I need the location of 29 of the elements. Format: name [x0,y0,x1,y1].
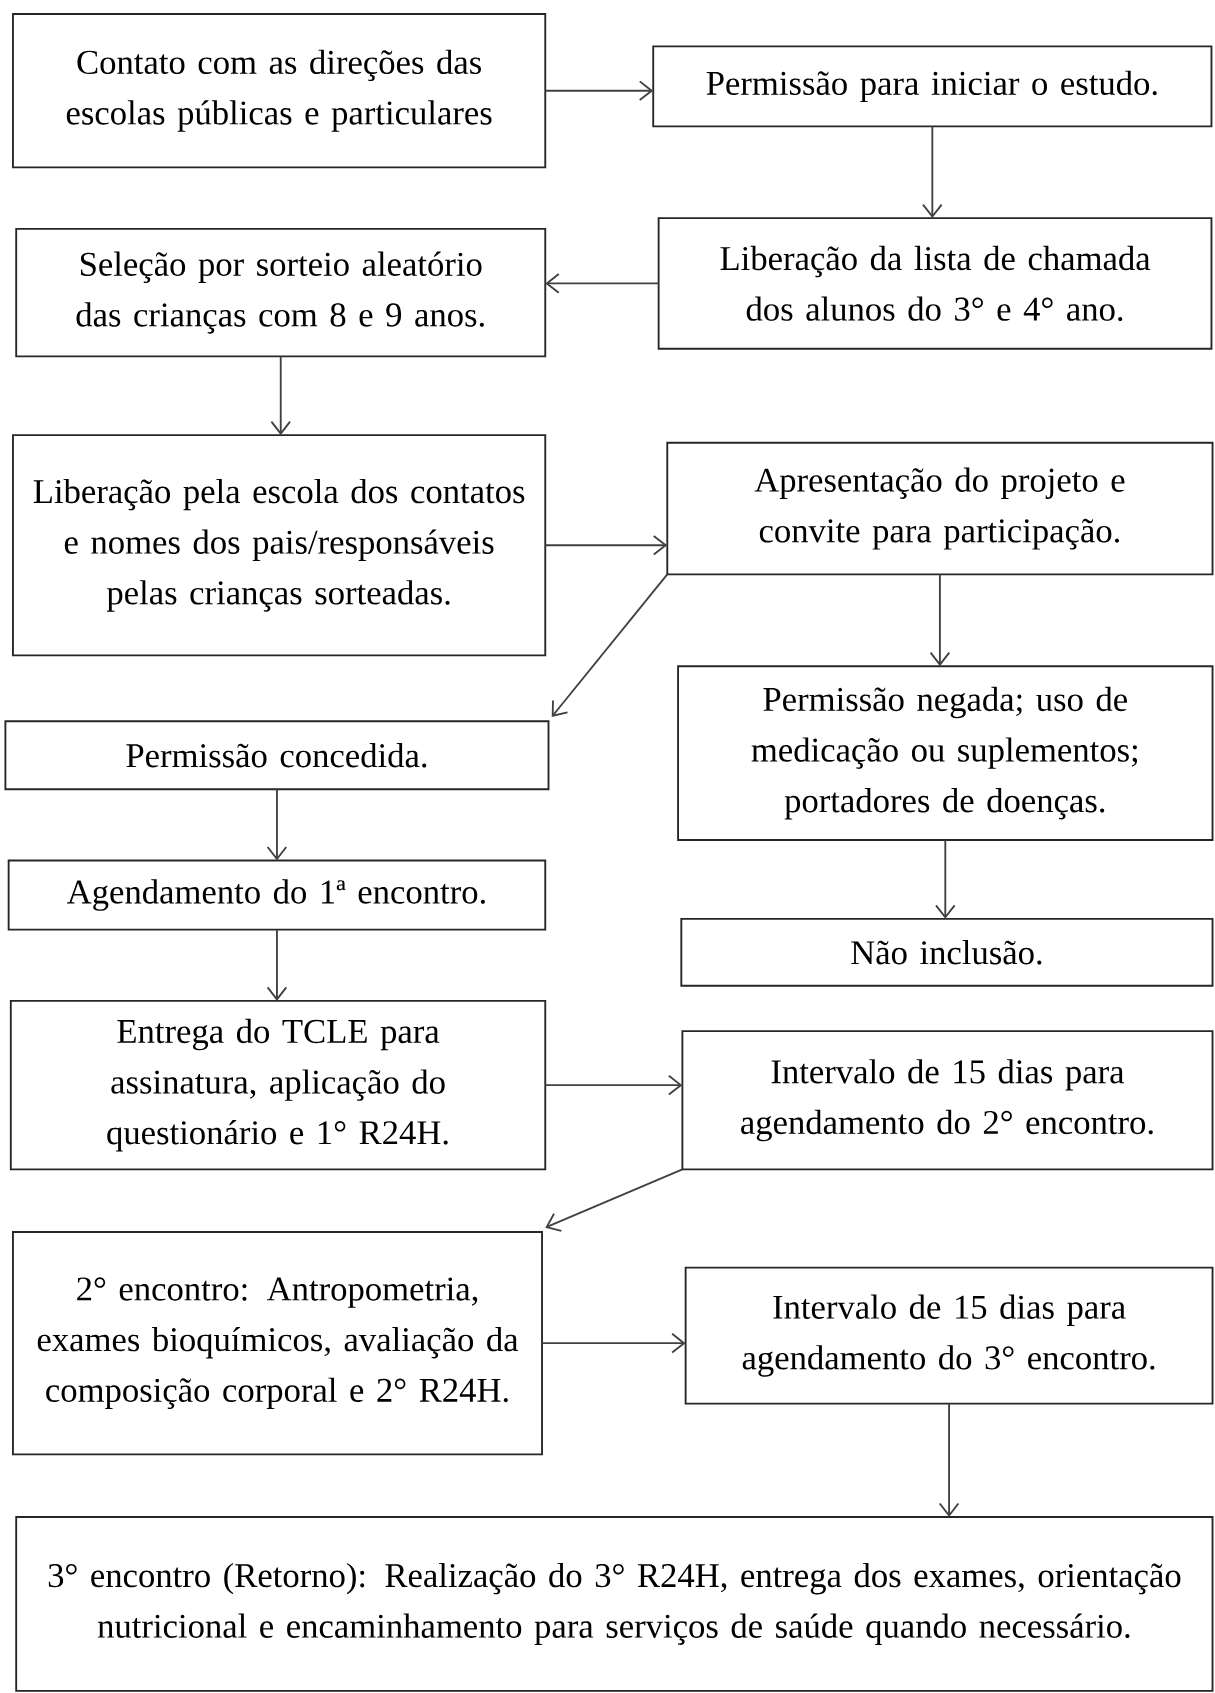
arrow [541,1332,686,1354]
arrow [922,125,943,219]
arrow [544,80,654,101]
process-box: Liberação da lista de chamada dos alunos do 3° e 4° ano. [657,217,1213,350]
arrow [938,1402,960,1518]
process-box: 3° encontro (Retorno): Realização do 3° R24H, entrega dos exames, orientação nutricional e encaminhamento para serviços de saúde quando necessário. [15,1516,1214,1692]
process-box: Permissão negada; uso de medicação ou suplementos; portadores de doenças. [677,665,1214,841]
process-box: Seleção por sorteio aleatório das crianças com 8 e 9 anos. [15,227,547,358]
arrow [545,273,660,294]
arrow [551,573,669,717]
arrow [544,535,668,556]
process-box: Intervalo de 15 dias para agendamento do 3° encontro. [684,1266,1214,1405]
arrow [270,355,292,436]
process-box: 2° encontro: Antropometria, exames bioquímicos, avaliação da composição corporal e 2° R24H. [12,1231,544,1456]
arrow [266,788,288,861]
process-box: Não inclusão. [680,917,1214,987]
arrow [544,1074,683,1096]
arrow [935,839,956,919]
process-box: Entrega do TCLE para assinatura, aplicação do questionário e 1° R24H. [10,999,547,1171]
process-box: Intervalo de 15 dias para agendamento do 2° encontro. [681,1030,1214,1171]
arrow [545,1168,684,1232]
process-box: Permissão para iniciar o estudo. [652,45,1213,128]
process-box: Liberação pela escola dos contatos e nomes dos pais/responsáveis pelas crianças sorteadas. [12,434,547,657]
arrow [929,573,951,667]
process-box: Apresentação do projeto e convite para participação. [666,441,1214,576]
process-box: Permissão concedida. [4,720,550,791]
arrow [266,928,288,1001]
process-box: Contato com as direções das escolas públicas e particulares [12,13,547,169]
process-box: Agendamento do 1ª encontro. [7,859,547,931]
